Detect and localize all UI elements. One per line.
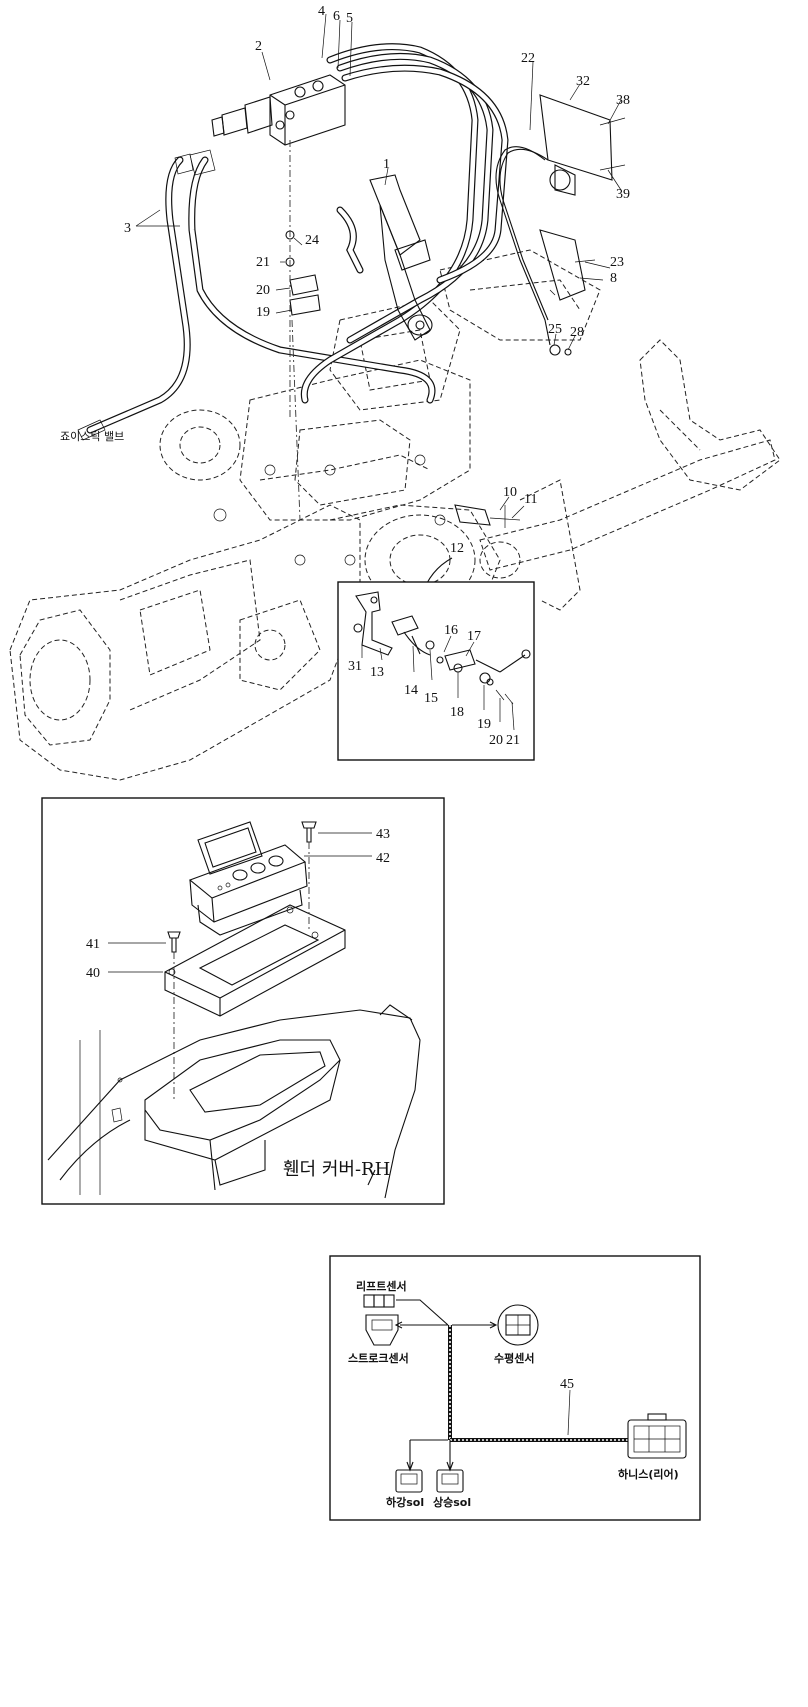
screws <box>167 821 317 1100</box>
callout-43: 43 <box>376 827 390 842</box>
callout-24: 21 <box>256 255 270 270</box>
level-sensor-label: 수평센서 <box>494 1351 534 1365</box>
callout-8: 8 <box>610 271 617 286</box>
harness-wires <box>394 1299 628 1472</box>
detail-box-13-22: 31 13 14 15 16 17 18 19 20 21 <box>337 581 535 761</box>
callout-18: 18 <box>450 705 464 720</box>
level-sensor-connector <box>497 1304 539 1346</box>
lift-sensor-connector <box>363 1294 395 1308</box>
lift-cylinder <box>369 174 433 341</box>
callout-23: 19 <box>256 305 270 320</box>
top-exploded-view: 2 4 6 5 3 1 22 32 38 39 23 8 25 28 24 21… <box>9 4 781 781</box>
callout-39-lower: 39 <box>616 187 630 202</box>
callout-25: 20 <box>256 283 270 298</box>
top-callout-leaders <box>135 13 622 519</box>
callout-4: 4 <box>318 4 325 19</box>
callout-22: 31 <box>348 659 362 674</box>
switch-panel <box>188 821 308 936</box>
callout-11: 11 <box>524 492 537 507</box>
up-sol-connector <box>436 1469 464 1493</box>
callout-6: 6 <box>333 9 340 24</box>
fender-panel-view: 43 42 41 40 휀더 커버-RH <box>41 797 445 1205</box>
callout-15: 15 <box>424 691 438 706</box>
lift-sensor-label: 리프트센서 <box>356 1279 407 1293</box>
callout-29: 23 <box>610 255 624 270</box>
harness-rear-connector <box>627 1413 687 1459</box>
fender-cover-label: 휀더 커버-RH <box>283 1159 390 1180</box>
callout-1: 1 <box>383 157 390 172</box>
down-sol-label: 하강sol <box>386 1495 424 1509</box>
callout-41: 41 <box>86 937 100 952</box>
callout-10: 10 <box>503 485 517 500</box>
callout-17: 17 <box>467 629 481 644</box>
down-sol-connector <box>395 1469 423 1493</box>
stroke-sensor-label: 스트로크센서 <box>348 1351 409 1365</box>
callout-13: 13 <box>370 665 384 680</box>
callout-42: 42 <box>376 851 390 866</box>
callout-45: 45 <box>560 1377 574 1392</box>
callout-40: 40 <box>86 966 100 981</box>
callout-32: 28 <box>570 325 584 340</box>
top-callout-numbers: 2 4 6 5 3 1 22 32 38 39 23 8 25 28 24 21… <box>60 4 630 507</box>
callout-16: 16 <box>444 623 458 638</box>
middle-callouts: 43 42 41 40 휀더 커버-RH <box>86 827 390 1180</box>
callout-14: 14 <box>404 683 418 698</box>
callout-19: 19 <box>477 717 491 732</box>
callout-2: 2 <box>255 39 262 54</box>
stroke-sensor-connector <box>365 1314 399 1346</box>
callout-5: 5 <box>346 11 353 26</box>
callout-21: 21 <box>506 733 520 748</box>
callout-30: 24 <box>305 233 319 248</box>
hydraulic-hoses <box>77 43 509 441</box>
bezel-plate <box>164 904 346 1017</box>
callout-20: 20 <box>489 733 503 748</box>
control-valve-block <box>211 74 346 146</box>
callout-3: 3 <box>124 221 131 236</box>
harness-panel-view: 리프트센서 스트로크센서 수평센서 하니스(리어) 하강sol 상승sol 45 <box>329 1255 701 1521</box>
callout-31: 25 <box>548 322 562 337</box>
callout-39-upper: 38 <box>616 93 630 108</box>
fender-cover <box>47 1004 421 1199</box>
callout-28: 22 <box>521 51 535 66</box>
up-sol-label: 상승sol <box>433 1495 471 1509</box>
small-parts-23-30 <box>285 140 321 521</box>
callout-38: 32 <box>576 74 590 89</box>
joystick-valve-label: 죠이스틱 밸브 <box>60 430 124 443</box>
harness-labels: 리프트센서 스트로크센서 수평센서 하니스(리어) 하강sol 상승sol 45 <box>348 1279 679 1509</box>
harness-rear-label: 하니스(리어) <box>618 1467 679 1481</box>
parts-10-11 <box>454 504 521 528</box>
callout-12: 12 <box>450 541 464 556</box>
bracket-and-cable <box>495 94 626 356</box>
